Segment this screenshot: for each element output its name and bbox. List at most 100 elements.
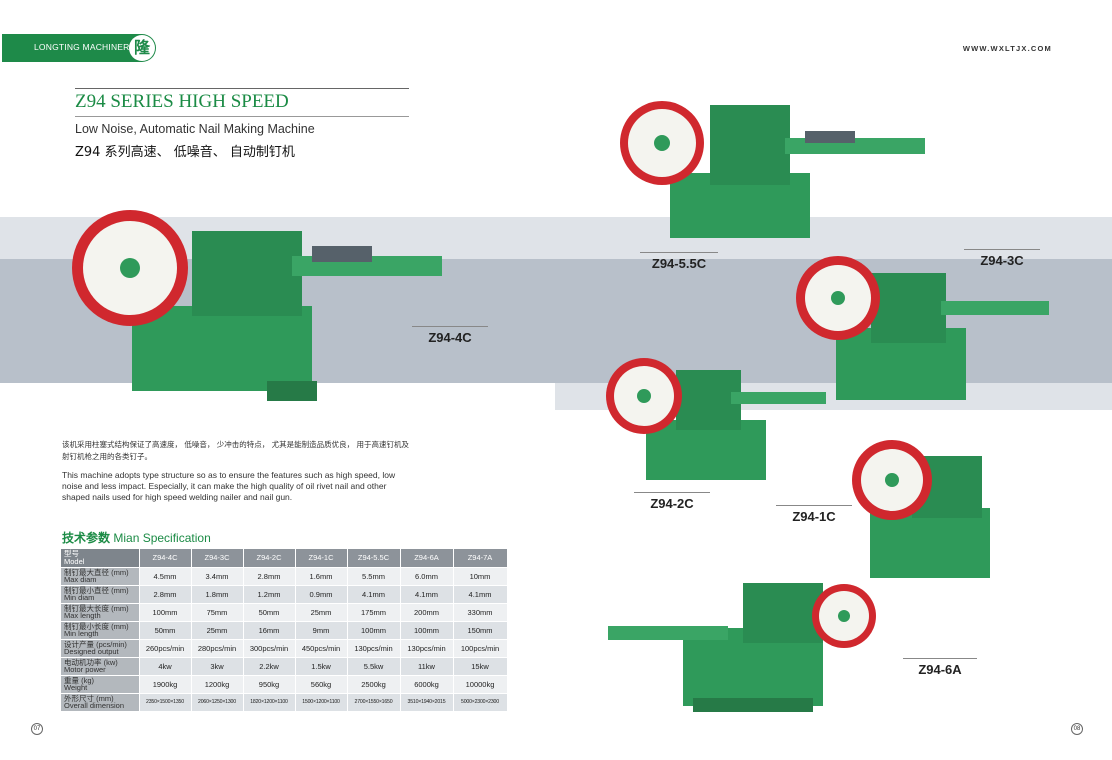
spec-row-motor-power: 电动机功率 (kw)Motor power 4kw 3kw 2.2kw 1.5k… xyxy=(61,657,508,676)
spec-value-cell: 10000kg xyxy=(453,675,508,694)
spec-value-cell: 260pcs/min xyxy=(139,639,192,658)
spec-value-cell: 4.1mm xyxy=(453,585,508,604)
spec-value-cell: 175mm xyxy=(347,603,401,622)
machine-image-z94-1c xyxy=(852,436,1010,586)
spec-label-en: Model xyxy=(64,556,85,566)
spec-value-cell: 950kg xyxy=(243,675,296,694)
spec-value-cell: 2350×1500×1350 xyxy=(139,693,192,712)
spec-value-cell: 3.4mm xyxy=(191,567,244,586)
spec-row-weight: 重量 (kg)Weight 1900kg 1200kg 950kg 560kg … xyxy=(61,675,508,694)
spec-value-cell: 0.9mm xyxy=(295,585,348,604)
page-number-left: 07 xyxy=(31,723,43,735)
spec-value-cell: 1.6mm xyxy=(295,567,348,586)
spec-value-cell: 4.1mm xyxy=(347,585,401,604)
spec-label-en: Weight xyxy=(64,683,88,692)
spec-value-cell: 1.2mm xyxy=(243,585,296,604)
spec-value-cell: 5000×2300×2300 xyxy=(453,693,508,712)
spec-value-cell: 50mm xyxy=(243,603,296,622)
machine-label-z94-2c: Z94-2C xyxy=(634,492,710,511)
spec-value-cell: 200mm xyxy=(400,603,454,622)
spec-value-cell: 1.5kw xyxy=(295,657,348,676)
spec-value-cell: 1200kg xyxy=(191,675,244,694)
spec-label-en: Overall dimension xyxy=(64,701,125,710)
spec-row-overall-dimension: 外形尺寸 (mm)Overall dimension 2350×1500×135… xyxy=(61,693,508,712)
spec-label-cn: 设计产量 (pcs/min) xyxy=(64,639,127,649)
spec-model-cell: Z94-6A xyxy=(400,549,454,568)
spec-model-cell: Z94-3C xyxy=(191,549,244,568)
spec-value-cell: 15kw xyxy=(453,657,508,676)
spec-value-cell: 150mm xyxy=(453,621,508,640)
spec-label-cn: 制钉最大长度 (mm) xyxy=(64,603,129,613)
machine-label-z94-1c: Z94-1C xyxy=(776,505,852,524)
spec-value-cell: 130pcs/min xyxy=(400,639,454,658)
spec-label-en: Motor power xyxy=(64,665,106,674)
description-chinese: 该机采用柱塞式结构保证了高速度， 低噪音， 少冲击的特点， 尤其是能制造品质优良… xyxy=(62,440,410,461)
spec-value-cell: 25mm xyxy=(295,603,348,622)
spec-value-cell: 300pcs/min xyxy=(243,639,296,658)
machine-image-z94-5-5c xyxy=(620,83,932,245)
spec-value-cell: 4.5mm xyxy=(139,567,192,586)
spec-label-cn: 制钉最小长度 (mm) xyxy=(64,621,129,631)
website-url: WWW.WXLTJX.COM xyxy=(962,44,1052,53)
description-english: This machine adopts type structure so as… xyxy=(62,470,396,502)
spec-value-cell: 6.0mm xyxy=(400,567,454,586)
spec-value-cell: 2.8mm xyxy=(139,585,192,604)
spec-value-cell: 2060×1250×1300 xyxy=(191,693,244,712)
spec-value-cell: 5.5kw xyxy=(347,657,401,676)
machine-image-z94-4c xyxy=(72,186,442,404)
spec-model-cell: Z94-2C xyxy=(243,549,296,568)
spec-value-cell: 2.2kw xyxy=(243,657,296,676)
page-title: Z94 SERIES HIGH SPEED xyxy=(75,91,289,112)
brand-bar: LONGTING MACHINERY 隆 xyxy=(2,34,156,62)
spec-value-cell: 280pcs/min xyxy=(191,639,244,658)
spec-value-cell: 50mm xyxy=(139,621,192,640)
spec-value-cell: 100mm xyxy=(139,603,192,622)
page-number-right: 08 xyxy=(1071,723,1083,735)
spec-row-max-length: 制钉最大长度 (mm)Max length 100mm 75mm 50mm 25… xyxy=(61,603,508,622)
spec-value-cell: 2700×1550×1650 xyxy=(347,693,401,712)
spec-value-cell: 450pcs/min xyxy=(295,639,348,658)
spec-value-cell: 10mm xyxy=(453,567,508,586)
spec-value-cell: 100pcs/min xyxy=(453,639,508,658)
spec-label-en: Max length xyxy=(64,611,101,620)
spec-model-cell: Z94-4C xyxy=(139,549,192,568)
spec-label-cn: 制钉最小直径 (mm) xyxy=(64,585,129,595)
spec-row-label: 重量 (kg)Weight xyxy=(61,675,140,694)
spec-row-label: 电动机功率 (kw)Motor power xyxy=(61,657,140,676)
spec-value-cell: 6000kg xyxy=(400,675,454,694)
spec-title-english: Mian Specification xyxy=(113,531,211,545)
spec-label-cn: 电动机功率 (kw) xyxy=(64,657,118,667)
machine-image-z94-6a xyxy=(608,568,878,716)
spec-value-cell: 25mm xyxy=(191,621,244,640)
machine-label-z94-3c: Z94-3C xyxy=(964,249,1040,268)
spec-row-label: 制钉最大长度 (mm)Max length xyxy=(61,603,140,622)
spec-row-min-diam: 制钉最小直径 (mm)Min diam 2.8mm 1.8mm 1.2mm 0.… xyxy=(61,585,508,604)
spec-value-cell: 1900kg xyxy=(139,675,192,694)
brand-logo-icon: 隆 xyxy=(129,35,155,61)
spec-row-min-length: 制钉最小长度 (mm)Min length 50mm 25mm 16mm 9mm… xyxy=(61,621,508,640)
subtitle-english: Low Noise, Automatic Nail Making Machine xyxy=(75,122,315,136)
machine-image-z94-3c xyxy=(796,243,1054,408)
title-top-rule xyxy=(75,88,409,89)
spec-value-cell: 11kw xyxy=(400,657,454,676)
spec-row-max-diam: 制钉最大直径 (mm)Max diam 4.5mm 3.4mm 2.8mm 1.… xyxy=(61,567,508,586)
spec-value-cell: 3kw xyxy=(191,657,244,676)
spec-value-cell: 1500×1200×1100 xyxy=(295,693,348,712)
spec-value-cell: 75mm xyxy=(191,603,244,622)
machine-label-z94-4c: Z94-4C xyxy=(412,326,488,345)
spec-row-label: 设计产量 (pcs/min)Designed output xyxy=(61,639,140,658)
spec-value-cell: 1820×1200×1100 xyxy=(243,693,296,712)
spec-title-chinese: 技术参数 xyxy=(62,531,111,545)
spec-model-cell: Z94-1C xyxy=(295,549,348,568)
spec-value-cell: 4kw xyxy=(139,657,192,676)
spec-value-cell: 2.8mm xyxy=(243,567,296,586)
spec-label-en: Min length xyxy=(64,629,99,638)
spec-label-cn: 外形尺寸 (mm) xyxy=(64,693,114,703)
machine-label-z94-6a: Z94-6A xyxy=(903,658,977,677)
spec-label-en: Min diam xyxy=(64,593,95,602)
spec-value-cell: 130pcs/min xyxy=(347,639,401,658)
spec-label-en: Max diam xyxy=(64,575,97,584)
spec-value-cell: 3510×1940×2015 xyxy=(400,693,454,712)
